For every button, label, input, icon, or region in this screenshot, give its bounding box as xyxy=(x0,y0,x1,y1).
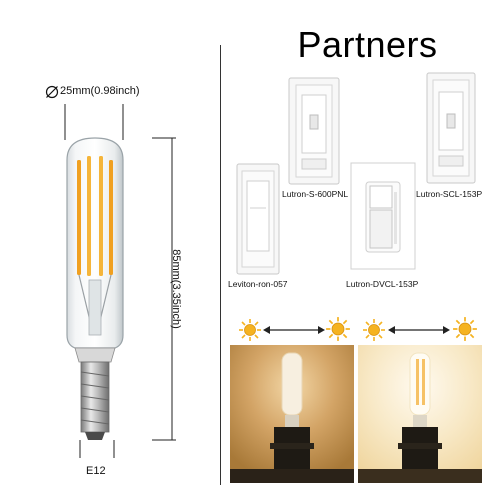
bulb-height-dimension xyxy=(152,137,176,441)
switch-label: Lutron-S-600PNL xyxy=(282,189,349,199)
dim-sun-icon xyxy=(239,319,261,341)
double-arrow-icon xyxy=(388,326,450,334)
section-divider xyxy=(220,45,221,485)
bulb-diameter-row: 25mm(0.98inch) xyxy=(45,84,195,100)
bright-sun-icon xyxy=(326,317,350,341)
double-arrow-icon xyxy=(263,326,325,334)
base-width-dimension xyxy=(79,440,115,458)
dimmer-switch-image xyxy=(426,72,476,184)
switch-label: Leviton-ron-057 xyxy=(228,279,288,289)
switch-label: Lutron-DVCL-153P xyxy=(346,279,419,289)
bright-sun-icon xyxy=(453,317,477,341)
dimmer-switch-image xyxy=(350,162,416,270)
bulb-base-label: E12 xyxy=(86,465,106,477)
bulb-diameter-label: 25mm(0.98inch) xyxy=(60,85,140,97)
bulb-height-label: 85mm(3.35inch) xyxy=(170,249,182,329)
page-title: Partners xyxy=(297,24,438,65)
bright-light-photo xyxy=(358,345,482,483)
dim-sun-icon xyxy=(363,319,385,341)
dimmer-switch-image xyxy=(288,77,340,185)
led-bulb-image xyxy=(66,137,124,440)
switch-label: Lutron-SCL-153P xyxy=(416,189,483,199)
dimmer-switch-image xyxy=(236,163,280,275)
dim-light-photo xyxy=(230,345,354,483)
diameter-icon xyxy=(45,85,59,99)
bulb-width-dimension xyxy=(64,104,124,140)
